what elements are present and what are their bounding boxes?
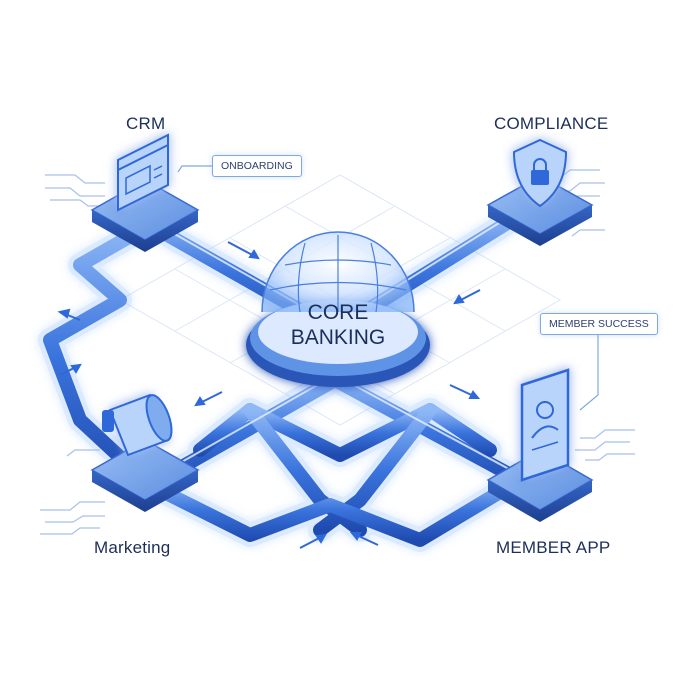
member-app-node bbox=[486, 368, 594, 522]
crm-label: CRM bbox=[126, 114, 166, 133]
compliance-label: COMPLIANCE bbox=[494, 114, 609, 133]
core-banking-title: CORE BANKING bbox=[278, 300, 398, 350]
marketing-node bbox=[90, 393, 200, 512]
onboarding-callout: ONBOARDING bbox=[212, 155, 302, 177]
member-app-label: MEMBER APP bbox=[496, 538, 611, 557]
shield-lock-icon bbox=[512, 138, 568, 208]
browser-window-icon bbox=[117, 133, 169, 212]
core-title-line2: BANKING bbox=[290, 326, 386, 349]
core-title-line1: CORE bbox=[307, 301, 369, 324]
marketing-label: Marketing bbox=[94, 538, 171, 557]
callout-leaders bbox=[177, 165, 599, 411]
core-banking-hub bbox=[246, 231, 430, 387]
crm-node bbox=[90, 133, 200, 252]
compliance-node bbox=[486, 138, 594, 246]
smartphone-icon bbox=[520, 368, 570, 482]
megaphone-icon bbox=[102, 393, 173, 457]
flow-arrows bbox=[57, 241, 481, 549]
member-success-callout: MEMBER SUCCESS bbox=[540, 313, 658, 335]
